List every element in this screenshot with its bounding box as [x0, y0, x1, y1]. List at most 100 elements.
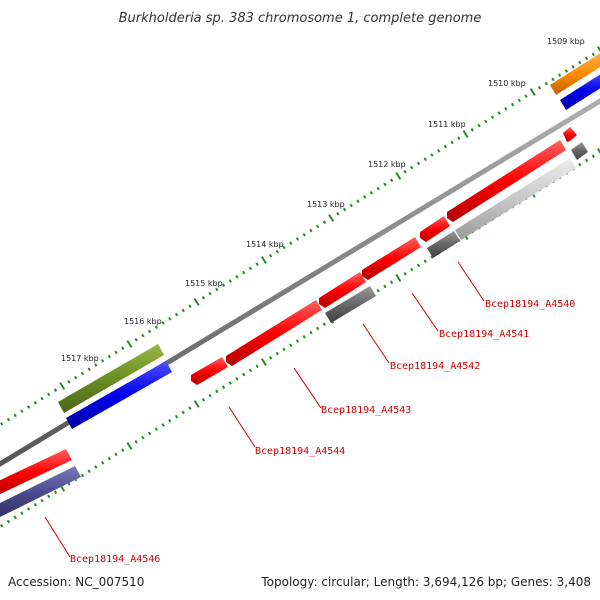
outer-scale-minor-tick — [484, 119, 488, 124]
outer-scale-minor-tick — [6, 417, 11, 422]
outer-scale-minor-tick — [423, 157, 427, 162]
outer-scale-minor-tick — [490, 115, 495, 120]
outer-scale-major-tick — [193, 298, 200, 306]
gene-label-a4542[interactable]: Bcep18194_A4542 — [390, 361, 480, 372]
outer-scale-minor-tick — [410, 165, 414, 170]
gene-label-a4540[interactable]: Bcep18194_A4540 — [485, 299, 575, 310]
gene-orange-top[interactable] — [550, 52, 600, 95]
outer-scale-minor-tick — [228, 279, 232, 283]
gene-gray-a4540[interactable] — [427, 231, 460, 258]
inner-scale-minor-tick — [430, 255, 434, 259]
gene-label-a4546[interactable]: Bcep18194_A4546 — [70, 554, 160, 565]
outer-scale-ring — [0, 46, 600, 426]
inner-scale-minor-tick — [416, 263, 421, 268]
outer-scale-minor-tick — [551, 77, 555, 82]
gene-lightgray-pseudo[interactable] — [455, 158, 576, 240]
outer-scale-minor-tick — [437, 148, 441, 153]
gene-blue-top[interactable] — [560, 72, 600, 110]
outer-scale-minor-tick — [349, 203, 353, 208]
scale-label-1516: 1516 kbp — [124, 317, 162, 326]
gene-red-small-a4541[interactable] — [420, 216, 450, 242]
other-features — [0, 142, 588, 519]
outer-scale-minor-tick — [537, 85, 542, 90]
outer-scale-minor-tick — [100, 358, 105, 363]
inner-scale-minor-tick — [389, 280, 394, 285]
outer-scale-minor-tick — [282, 245, 286, 250]
gene-label-a4543[interactable]: Bcep18194_A4543 — [321, 405, 411, 416]
outer-scale-minor-tick — [517, 98, 521, 103]
gene-red-far-right[interactable] — [563, 127, 577, 142]
scale-label-1517: 1517 kbp — [61, 354, 99, 363]
outer-scale-minor-tick — [450, 140, 454, 145]
outer-scale-minor-tick — [470, 127, 474, 132]
outer-scale-minor-tick — [87, 367, 91, 372]
gene-a4542-red[interactable] — [319, 272, 366, 308]
outer-scale-minor-tick — [571, 64, 575, 69]
scale-label-1510: 1510 kbp — [488, 79, 526, 88]
inner-scale-minor-tick — [201, 397, 206, 402]
outer-scale-minor-tick — [430, 153, 434, 157]
inner-scale-minor-tick — [33, 502, 37, 507]
outer-scale-minor-tick — [584, 56, 589, 61]
genome-summary-text: Topology: circular; Length: 3,694,126 bp… — [260, 575, 591, 589]
gene-a4540[interactable] — [447, 140, 566, 222]
gene-blue-left[interactable] — [66, 361, 172, 429]
gene-slate-a4546[interactable] — [0, 466, 81, 519]
inner-scale-minor-tick — [591, 154, 595, 159]
outer-scale-minor-tick — [524, 94, 528, 99]
outer-scale-minor-tick — [316, 224, 320, 229]
inner-scale-minor-tick — [383, 284, 387, 289]
inner-scale-minor-tick — [410, 267, 414, 272]
inner-scale-minor-tick — [282, 347, 286, 352]
outer-scale-minor-tick — [510, 102, 515, 107]
inner-scale-minor-tick — [188, 406, 192, 411]
gene-a4541[interactable] — [362, 237, 421, 280]
gene-olive-left[interactable] — [58, 344, 164, 413]
outer-scale-minor-tick — [477, 123, 481, 128]
outer-scale-minor-tick — [235, 274, 239, 279]
outer-scale-minor-tick — [275, 249, 279, 254]
gene-gray-far-right[interactable] — [571, 142, 588, 160]
gene-label-a4544[interactable]: Bcep18194_A4544 — [255, 446, 345, 457]
outer-scale-minor-tick — [147, 329, 152, 334]
gene-gray-a4542[interactable] — [325, 286, 376, 323]
outer-scale-major-tick — [529, 88, 536, 96]
outer-scale-major-tick — [395, 172, 402, 180]
inner-scale-minor-tick — [221, 385, 226, 390]
inner-scale-minor-tick — [100, 460, 105, 465]
outer-scale-minor-tick — [121, 346, 125, 351]
inner-scale-minor-tick — [168, 418, 172, 423]
gene-a4546-red[interactable] — [0, 449, 72, 496]
inner-scale-minor-tick — [181, 410, 185, 415]
inner-scale-minor-tick — [255, 364, 259, 369]
inner-scale-minor-tick — [215, 389, 219, 394]
outer-scale-minor-tick — [255, 262, 259, 267]
forward-genes — [58, 52, 600, 429]
outer-scale-minor-tick — [114, 350, 118, 355]
inner-scale-minor-tick — [0, 523, 4, 528]
inner-scale-minor-tick — [161, 423, 165, 427]
gene-label-a4541[interactable]: Bcep18194_A4541 — [439, 329, 529, 340]
label-leaders — [44, 261, 485, 558]
inner-scale-major-tick — [193, 400, 200, 408]
inner-scale-minor-tick — [316, 326, 320, 331]
outer-scale-minor-tick — [20, 409, 24, 414]
inner-scale-minor-tick — [13, 515, 17, 520]
outer-scale-minor-tick — [416, 161, 421, 166]
outer-scale-minor-tick — [289, 241, 293, 246]
gene-a4543[interactable] — [226, 300, 322, 366]
inner-scale-minor-tick — [289, 343, 293, 348]
outer-scale-minor-tick — [80, 371, 85, 376]
scale-label-1513: 1513 kbp — [307, 200, 345, 209]
outer-scale-minor-tick — [188, 304, 192, 309]
inner-scale-minor-tick — [47, 494, 51, 499]
outer-scale-minor-tick — [141, 333, 145, 338]
inner-scale-minor-tick — [154, 427, 158, 432]
scale-label-1515: 1515 kbp — [185, 279, 223, 288]
outer-scale-major-tick — [597, 46, 600, 52]
outer-scale-minor-tick — [40, 396, 44, 401]
gene-a4544[interactable] — [191, 357, 228, 385]
outer-scale-minor-tick — [504, 106, 508, 111]
outer-scale-minor-tick — [564, 69, 569, 73]
outer-scale-minor-tick — [168, 316, 172, 321]
